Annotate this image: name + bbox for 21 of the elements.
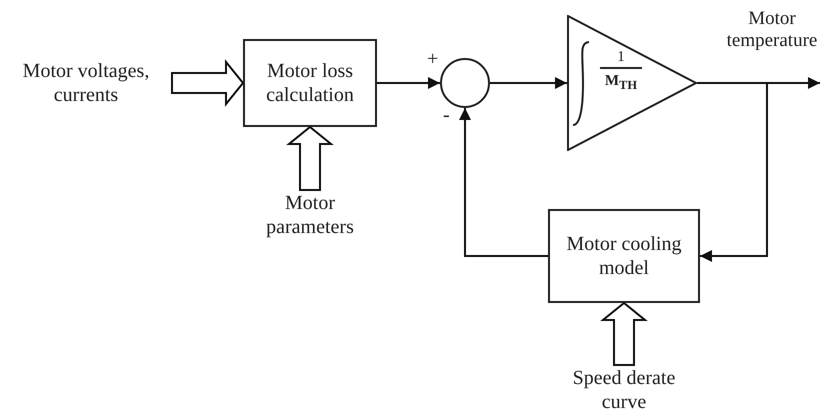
denominator: M$_{TH}$ [604, 72, 638, 94]
arrow [377, 77, 440, 89]
edge-label: Motor temperature [726, 8, 818, 52]
block-arrow [600, 302, 648, 366]
integrator-triangle [567, 15, 697, 151]
input-label: Speed derate curve [572, 366, 676, 414]
arrow [490, 77, 567, 89]
sign-label: - [443, 104, 450, 126]
input-label: Motor parameters [265, 191, 355, 239]
block-arrow [171, 59, 244, 107]
block-arrow [286, 126, 334, 191]
arrow [459, 108, 548, 257]
sign-label: + [427, 48, 438, 70]
box-label: Motor loss calculation [265, 59, 355, 107]
input-label: Motor voltages, currents [22, 59, 150, 107]
numerator: 1 [616, 48, 626, 66]
arrow [697, 82, 768, 262]
process-box [548, 209, 700, 303]
box-label: Motor cooling model [566, 232, 682, 280]
process-box [243, 39, 377, 127]
summing-junction [440, 58, 490, 108]
